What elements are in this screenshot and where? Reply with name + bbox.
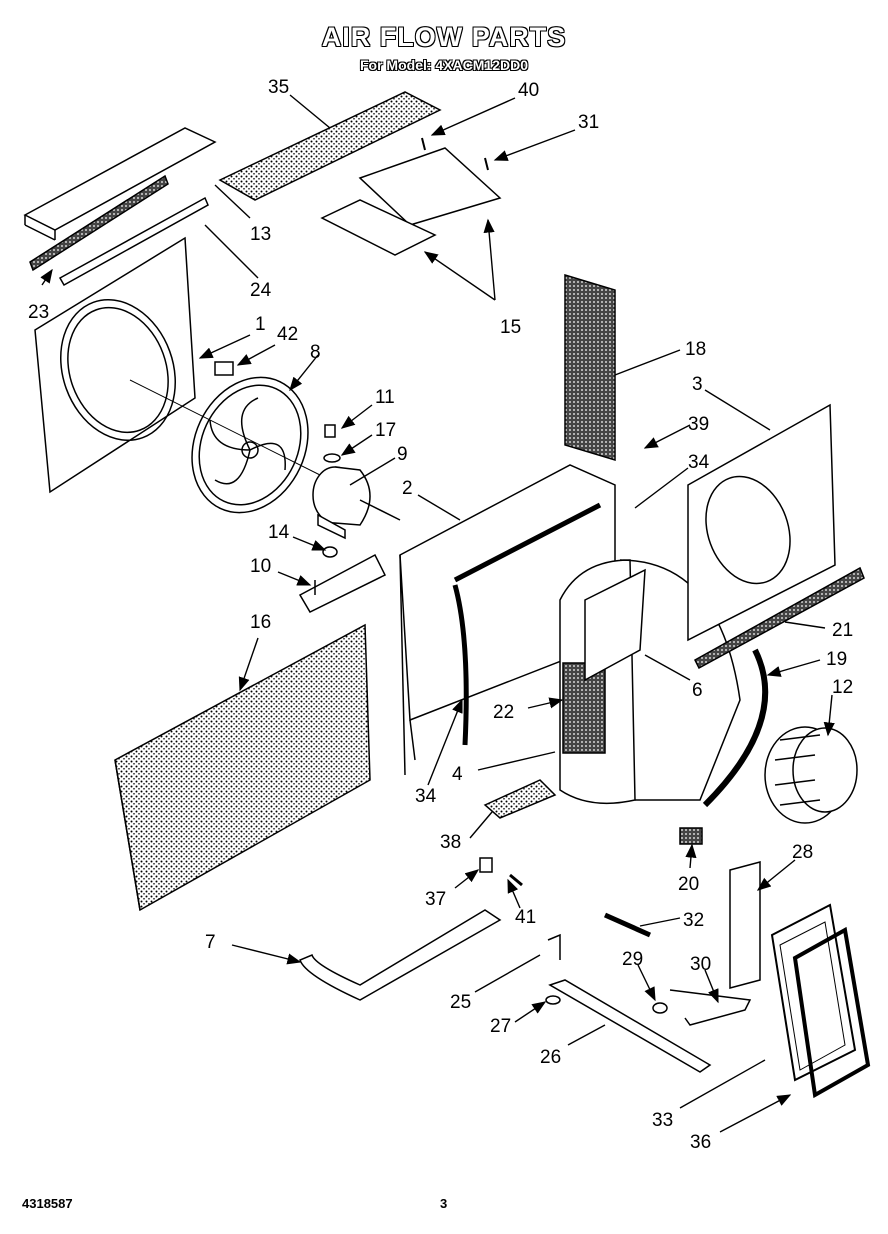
filter-18-part xyxy=(564,273,616,462)
callout-11: 11 xyxy=(375,387,395,408)
callout-36: 36 xyxy=(690,1132,711,1153)
filter-16-part xyxy=(114,623,371,912)
leader-lines xyxy=(40,94,835,1133)
callout-3: 3 xyxy=(692,374,703,395)
gasket-33-part xyxy=(770,903,857,1082)
gasket-19-part xyxy=(702,648,769,808)
base-rail-26-part xyxy=(548,979,712,1073)
callout-34-lower: 34 xyxy=(415,786,437,807)
callout-16: 16 xyxy=(250,612,271,633)
callout-15: 15 xyxy=(500,317,521,338)
callout-23: 23 xyxy=(28,302,49,323)
callout-40: 40 xyxy=(518,80,539,101)
callout-32: 32 xyxy=(683,910,704,931)
page-title: AIR FLOW PARTS xyxy=(321,22,567,52)
page-number: 3 xyxy=(440,1196,448,1211)
filter-35-part xyxy=(218,91,442,201)
callout-19: 19 xyxy=(826,649,847,670)
callout-7: 7 xyxy=(205,932,216,953)
washer-27-part xyxy=(545,995,561,1005)
callout-38: 38 xyxy=(440,832,461,853)
filter-38-part xyxy=(483,779,557,819)
clip-11-part xyxy=(324,424,336,438)
callout-24: 24 xyxy=(250,280,272,301)
callout-10: 10 xyxy=(250,556,271,577)
callout-27: 27 xyxy=(490,1016,511,1037)
blower-wheel-part xyxy=(764,726,858,824)
gasket-36-part xyxy=(792,926,871,1099)
washer-17-part xyxy=(323,453,341,463)
callout-17: 17 xyxy=(375,420,396,441)
front-panel-part xyxy=(34,236,196,494)
strap-30-part xyxy=(669,989,752,1026)
motor-part xyxy=(312,466,401,540)
callout-13: 13 xyxy=(250,224,271,245)
gasket-23-part xyxy=(29,174,169,272)
gasket-21-part xyxy=(694,566,865,670)
callout-2: 2 xyxy=(402,478,413,499)
motor-bracket-part xyxy=(298,553,387,613)
rear-panel-part xyxy=(687,403,836,642)
callout-21: 21 xyxy=(832,620,853,641)
top-panel-part xyxy=(23,127,217,241)
gasket-24-part xyxy=(58,196,209,287)
callout-30: 30 xyxy=(690,954,711,975)
clip-37-part xyxy=(479,857,493,873)
callout-28: 28 xyxy=(792,842,813,863)
callout-26: 26 xyxy=(540,1047,561,1068)
callout-31: 31 xyxy=(578,112,599,133)
screw-41-part xyxy=(509,873,523,887)
document-part-number: 4318587 xyxy=(22,1196,73,1211)
callout-18: 18 xyxy=(685,339,706,360)
callout-25: 25 xyxy=(450,992,471,1013)
callout-12: 12 xyxy=(832,677,853,698)
callout-labels: 35 40 31 13 24 15 23 1 42 8 18 3 11 17 3… xyxy=(28,77,853,1153)
bar-32-part xyxy=(603,912,652,938)
fastener-29-part xyxy=(652,1002,668,1014)
clip-25-part xyxy=(547,933,561,960)
model-subtitle: For Model: 4XACM12DD0 xyxy=(359,57,529,73)
callout-34-upper: 34 xyxy=(688,452,710,473)
callout-6: 6 xyxy=(692,680,703,701)
fan-blade-part xyxy=(191,376,309,514)
callout-20: 20 xyxy=(678,874,699,895)
callout-9: 9 xyxy=(397,444,408,465)
clip-42-part xyxy=(214,361,234,376)
callout-35: 35 xyxy=(268,77,289,98)
callout-8: 8 xyxy=(310,342,321,363)
bracket-28-part xyxy=(729,861,761,989)
pad-20-part xyxy=(679,827,703,845)
callout-1: 1 xyxy=(255,314,266,335)
callout-41: 41 xyxy=(515,907,536,928)
drain-pan-7-part xyxy=(299,909,502,1001)
nut-14-part xyxy=(322,546,338,558)
callout-14: 14 xyxy=(268,522,290,543)
callout-22: 22 xyxy=(493,702,514,723)
callout-39: 39 xyxy=(688,414,709,435)
callout-33: 33 xyxy=(652,1110,673,1131)
callout-4: 4 xyxy=(452,764,463,785)
callout-37: 37 xyxy=(425,889,446,910)
callout-29: 29 xyxy=(622,949,643,970)
plate-15-parts xyxy=(320,147,502,256)
callout-42: 42 xyxy=(277,324,298,345)
